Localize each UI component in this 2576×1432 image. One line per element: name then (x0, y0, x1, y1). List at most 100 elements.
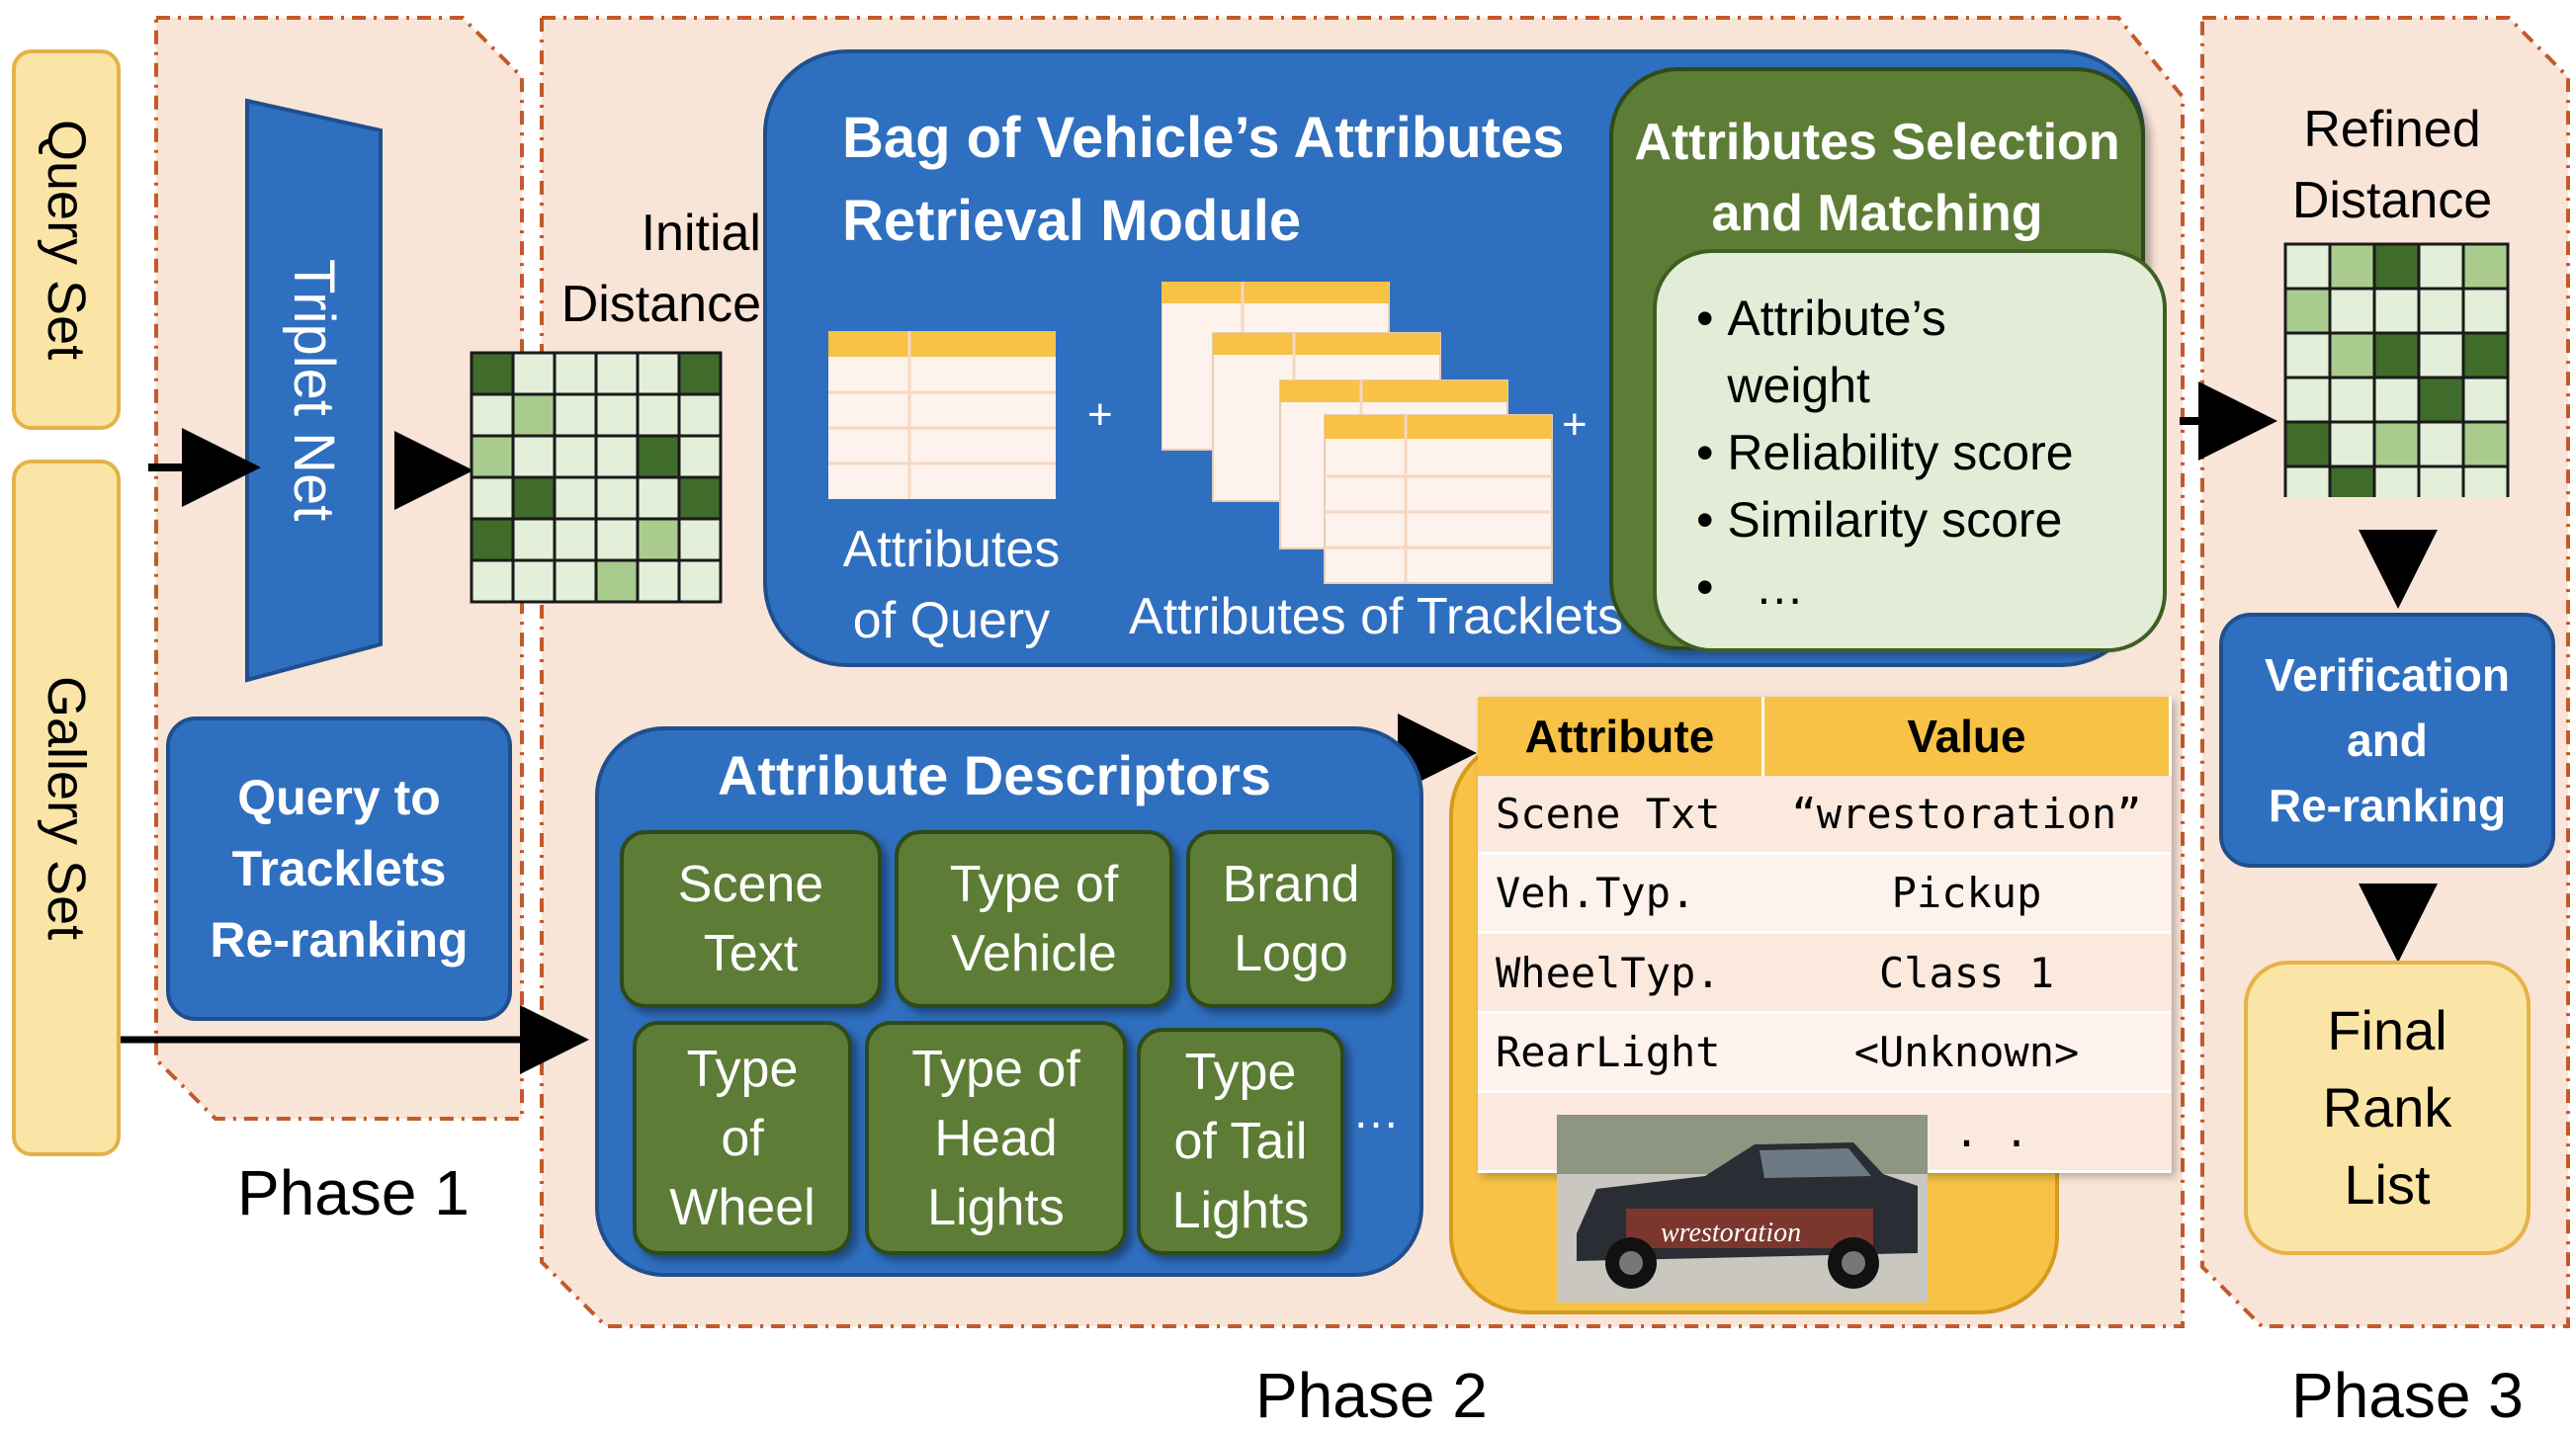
matrix-cell (677, 392, 723, 438)
matrix-cell (470, 475, 515, 521)
matrix-cell (2461, 331, 2510, 379)
query-to-tracklets-box: Query to Tracklets Re-ranking (166, 716, 512, 1021)
bag-module-title: Bag of Vehicle’s Attributes Retrieval Mo… (842, 106, 1565, 253)
query-attributes-table-icon (828, 331, 1056, 499)
matrix-cell (2417, 242, 2465, 291)
matrix-cell (2328, 287, 2376, 335)
matrix-cell (2283, 331, 2332, 379)
matrix-cell (636, 517, 681, 562)
selection-item: • Attribute’s weight (1696, 285, 2163, 419)
matrix-cell (677, 475, 723, 521)
table-header-value: Value (1762, 697, 2172, 776)
gallery-set-box: Gallery Set (12, 460, 121, 1156)
matrix-cell (511, 475, 557, 521)
selection-item: • Similarity score (1696, 492, 2063, 548)
descriptor-brand-logo: Brand Logo (1186, 830, 1396, 1008)
matrix-cell (2283, 376, 2332, 424)
attributes-selection-title: Attributes Selection and Matching (1634, 114, 2120, 242)
table-cell: RearLight (1478, 1012, 1763, 1094)
selection-item: • … (1696, 559, 1805, 615)
matrix-cell (470, 517, 515, 562)
matrix-cell (2328, 464, 2376, 497)
initial-distance-label: Initial Distance (560, 205, 761, 333)
table-row: WheelTyp. Class 1 (1478, 932, 2171, 1014)
matrix-cell (470, 351, 515, 396)
attributes-of-query-label: Attributes of Query (842, 521, 1061, 649)
matrix-cell (2372, 464, 2421, 497)
matrix-cell (2461, 464, 2510, 497)
table-header-attribute: Attribute (1478, 697, 1764, 776)
phase3-label: Phase 3 (2291, 1360, 2524, 1431)
matrix-cell (2328, 242, 2376, 291)
table-cell: Veh.Typ. (1478, 853, 1763, 935)
matrix-cell (2461, 420, 2510, 468)
phase1-label: Phase 1 (237, 1157, 470, 1228)
matrix-cell (2283, 420, 2332, 468)
table-cell: WheelTyp. (1478, 932, 1763, 1014)
matrix-cell (2417, 464, 2465, 497)
matrix-cell (553, 351, 598, 396)
matrix-cell (594, 351, 640, 396)
initial-distance-matrix (470, 351, 723, 604)
refined-distance-label: Refined Distance (2291, 101, 2493, 229)
matrix-cell (594, 392, 640, 438)
matrix-cell (2461, 242, 2510, 291)
matrix-cell (677, 434, 723, 479)
table-cell: Scene Txt (1478, 776, 1763, 855)
matrix-cell (470, 434, 515, 479)
matrix-cell (2417, 287, 2465, 335)
verification-box: Verification and Re-ranking (2219, 613, 2555, 868)
matrix-cell (636, 475, 681, 521)
matrix-cell (2328, 420, 2376, 468)
matrix-cell (2417, 420, 2465, 468)
matrix-cell (2417, 376, 2465, 424)
matrix-cell (2372, 376, 2421, 424)
matrix-cell (677, 351, 723, 396)
triplet-net-label-wrap: Triplet Net (247, 128, 381, 652)
table-cell: “wrestoration” (1762, 776, 2171, 855)
matrix-cell (677, 558, 723, 604)
table-cell: <Unknown> (1762, 1012, 2171, 1094)
matrix-cell (594, 434, 640, 479)
matrix-cell (511, 392, 557, 438)
descriptor-type-of-tail-lights: Type of Tail Lights (1137, 1028, 1344, 1255)
matrix-cell (2328, 376, 2376, 424)
selection-item: • Reliability score (1696, 425, 2074, 480)
matrix-cell (470, 392, 515, 438)
matrix-cell (594, 475, 640, 521)
selection-item-text: Similarity score (1727, 492, 2063, 548)
matrix-cell (553, 434, 598, 479)
final-rank-list-box: Final Rank List (2244, 961, 2531, 1255)
descriptor-type-of-head-lights: Type of Head Lights (865, 1021, 1127, 1255)
matrix-cell (511, 517, 557, 562)
matrix-cell (677, 517, 723, 562)
refined-distance-matrix (2283, 242, 2510, 497)
attribute-value-table-wrap: Attribute Value Scene Txt “wrestoration”… (1478, 697, 2172, 1173)
matrix-cell (636, 392, 681, 438)
truck-brand-text: wrestoration (1661, 1218, 1801, 1248)
matrix-cell (2461, 287, 2510, 335)
table-cell: Class 1 (1762, 932, 2171, 1014)
phase2-label: Phase 2 (1255, 1360, 1488, 1431)
matrix-cell (2283, 464, 2332, 497)
matrix-cell (470, 558, 515, 604)
matrix-cell (636, 558, 681, 604)
selection-item-text: Attribute’s weight (1727, 291, 1946, 413)
matrix-cell (511, 351, 557, 396)
attribute-descriptors-title: Attribute Descriptors (717, 744, 1272, 806)
query-set-box: Query Set (12, 49, 121, 430)
gallery-set-label: Gallery Set (37, 675, 96, 941)
matrix-cell (2372, 331, 2421, 379)
matrix-cell (594, 517, 640, 562)
descriptor-type-of-vehicle: Type of Vehicle (895, 830, 1173, 1008)
matrix-cell (2283, 242, 2332, 291)
pickup-truck-image: wrestoration (1557, 1115, 1928, 1303)
matrix-cell (2372, 242, 2421, 291)
descriptor-scene-text: Scene Text (620, 830, 882, 1008)
matrix-cell (511, 558, 557, 604)
query-set-label: Query Set (37, 119, 96, 361)
attributes-of-tracklets-label: Attributes of Tracklets (1129, 588, 1623, 645)
plus-sign-2: + (1562, 400, 1588, 449)
matrix-cell (511, 434, 557, 479)
